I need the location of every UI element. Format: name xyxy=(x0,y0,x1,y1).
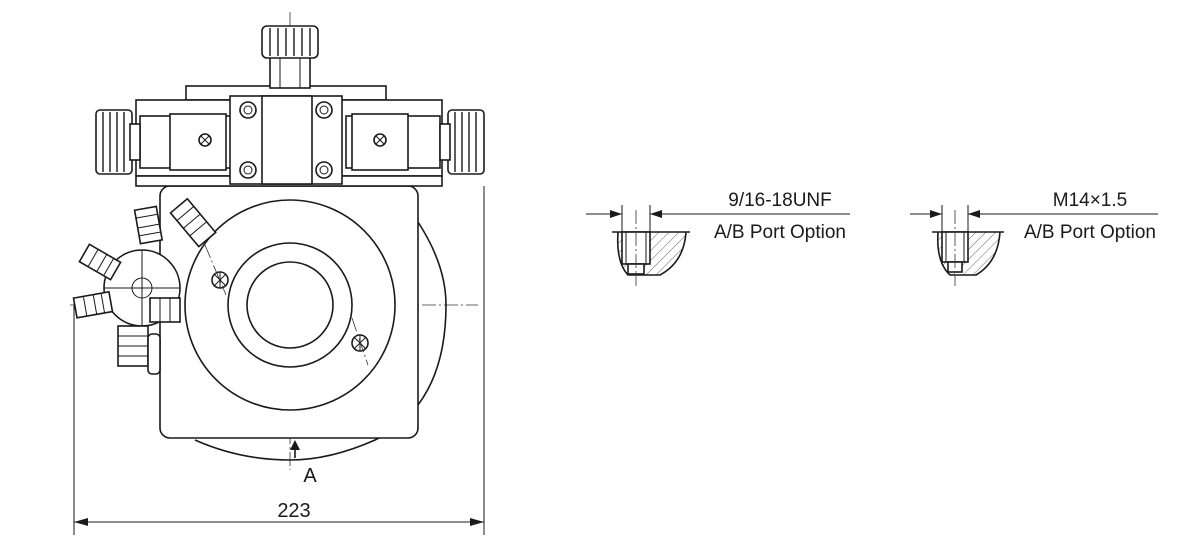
housing-screw-upper xyxy=(204,244,229,296)
coil-screw-left xyxy=(198,133,212,147)
manifold-bolt-tl xyxy=(239,101,257,119)
port-thread-unf: 9/16-18UNF xyxy=(728,190,832,211)
front-bearing-circle xyxy=(184,199,396,411)
solenoid-left-cap xyxy=(169,113,227,171)
coil-screw-right xyxy=(373,133,387,147)
fitting-top xyxy=(133,205,164,245)
valve-center-plate xyxy=(261,95,313,185)
manifold-bolt-br xyxy=(315,161,333,179)
adjuster-knob xyxy=(261,25,319,89)
shaft-boss-outer xyxy=(227,242,353,368)
pilot-valve-cluster xyxy=(72,197,217,375)
port-detail-metric xyxy=(910,205,1158,286)
housing-screw-lower xyxy=(351,317,369,366)
width-dimension xyxy=(73,186,485,535)
fitting-left-upper xyxy=(78,243,122,281)
manifold-bolt-tr xyxy=(315,101,333,119)
width-dimension-value: 223 xyxy=(277,500,310,522)
pump-front-view xyxy=(70,12,485,535)
port-detail-unf xyxy=(586,205,850,286)
fitting-left-lower xyxy=(72,290,114,319)
view-arrow xyxy=(290,440,300,458)
solenoid-nut-right xyxy=(439,109,485,175)
fitting-upper-right xyxy=(169,197,217,248)
fitting-right xyxy=(149,297,181,323)
solenoid-nut-left xyxy=(95,109,141,175)
view-label: A xyxy=(303,465,317,487)
port-thread-metric: M14×1.5 xyxy=(1053,190,1127,211)
port-caption-unf: A/B Port Option xyxy=(714,222,846,243)
fitting-bottom xyxy=(117,325,161,375)
manifold-bolt-bl xyxy=(239,161,257,179)
port-caption-metric: A/B Port Option xyxy=(1024,222,1156,243)
shaft-boss-inner xyxy=(246,261,334,349)
